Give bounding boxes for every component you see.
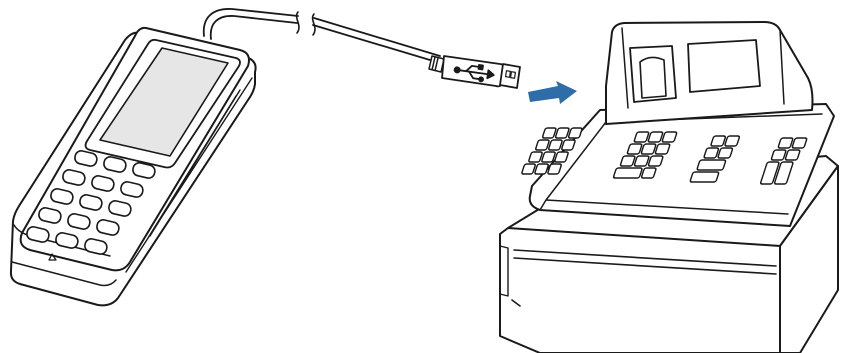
register-drawer-side [779, 165, 839, 353]
register-key [547, 163, 562, 175]
register-printer-cover [629, 45, 677, 103]
cable-outer-line [202, 8, 441, 57]
keypad-key [79, 194, 103, 211]
plug-tip-slot [505, 70, 511, 78]
register-key [689, 171, 720, 183]
keypad-key [91, 175, 115, 192]
terminal-keypad [26, 150, 156, 255]
register-drawer-handle [511, 249, 777, 307]
register-key [759, 161, 780, 185]
terminal-dock-triangle-icon [48, 253, 57, 261]
register-key [654, 143, 671, 155]
register-key [612, 167, 643, 179]
register-key [777, 137, 794, 149]
register-key [548, 139, 563, 151]
keypad-key [84, 238, 108, 255]
keypad-key [132, 162, 156, 179]
keypad-key [120, 181, 144, 198]
register-key [784, 149, 801, 161]
payment-terminal-icon [9, 26, 257, 307]
register-drawer-corner [499, 245, 509, 297]
keypad-key [50, 188, 74, 205]
register-key [647, 155, 664, 167]
register-body [528, 103, 835, 227]
register-key [567, 127, 583, 139]
keypad-key [55, 232, 79, 249]
register-key [633, 155, 650, 167]
register-display [687, 39, 761, 93]
register-drawer-front [499, 227, 781, 353]
register-key [640, 143, 657, 155]
cable-inner-line [209, 15, 441, 64]
register-key [521, 163, 536, 175]
usb-cable [202, 8, 441, 64]
usb-plug [428, 55, 521, 89]
register-key [770, 149, 787, 161]
register-key [703, 147, 720, 159]
terminal-screen [99, 47, 229, 157]
keypad-key [103, 156, 127, 173]
register-key [535, 139, 550, 151]
register-key [528, 151, 543, 163]
keypad-key [26, 226, 50, 243]
register-key [696, 159, 727, 171]
register-key [554, 127, 570, 139]
register-key [541, 127, 557, 139]
keypad-key [67, 213, 91, 230]
keypad-key [74, 150, 98, 167]
register-paper-roll [639, 56, 667, 99]
keypad-key [108, 200, 132, 217]
register-key [773, 161, 794, 185]
keypad-key [62, 169, 86, 186]
register-key [626, 143, 643, 155]
plug-body [441, 55, 506, 88]
keypad-key [96, 219, 120, 236]
register-key [561, 139, 576, 151]
register-key [534, 163, 549, 175]
register-key [791, 137, 808, 149]
register-key [710, 135, 727, 147]
plug-tip-slot [510, 71, 516, 79]
register-keypad [521, 127, 808, 185]
register-key [661, 131, 678, 143]
register-key [717, 147, 734, 159]
terminal-side-ridge [125, 77, 253, 273]
broken-cable-mark [295, 11, 316, 36]
keypad-key [38, 207, 62, 224]
register-key [541, 151, 556, 163]
register-top-ridge [621, 27, 785, 109]
register-key [724, 135, 741, 147]
register-key [554, 151, 569, 163]
register-key [633, 131, 650, 143]
register-key [640, 167, 657, 179]
cash-register-icon [499, 21, 839, 353]
plug-strain-relief [428, 55, 445, 73]
arrow-right-icon [528, 81, 577, 104]
register-key [619, 155, 636, 167]
usb-symbol-icon [453, 64, 495, 83]
register-key [647, 131, 664, 143]
